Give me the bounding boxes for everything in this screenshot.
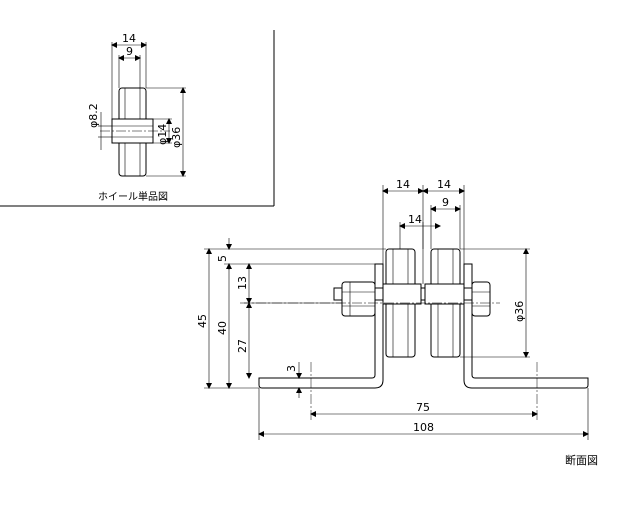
right-hub bbox=[424, 283, 465, 305]
dim-75: 75 bbox=[416, 401, 430, 414]
dim-108: 108 bbox=[413, 421, 434, 434]
dim-5: 5 bbox=[216, 255, 229, 262]
dim-3: 3 bbox=[285, 365, 298, 372]
dim-45: 45 bbox=[196, 314, 209, 328]
dim-9: 9 bbox=[442, 196, 449, 209]
left-bracket bbox=[258, 263, 384, 389]
inset-wheel-drawing: 14 9 φ8.2 φ14 φ36 ホイール単品図 bbox=[87, 32, 186, 203]
section-caption: 断面図 bbox=[565, 453, 598, 467]
inset-dim-14: 14 bbox=[122, 32, 136, 45]
inset-dim-phi36: φ36 bbox=[170, 127, 183, 148]
inset-dim-phi14: φ14 bbox=[156, 124, 169, 145]
left-nut bbox=[341, 281, 376, 317]
section-view-drawing: 14 14 9 14 45 5 40 13 27 bbox=[196, 178, 598, 467]
dim-mid-14: 14 bbox=[408, 213, 422, 226]
inset-frame bbox=[0, 30, 275, 207]
dim-phi36: φ36 bbox=[513, 301, 526, 322]
inset-caption: ホイール単品図 bbox=[98, 190, 168, 203]
dim-top-14-right: 14 bbox=[437, 178, 451, 191]
dim-27: 27 bbox=[236, 339, 249, 353]
dim-13: 13 bbox=[236, 276, 249, 290]
dim-40: 40 bbox=[216, 321, 229, 335]
inset-dim-9: 9 bbox=[126, 45, 133, 58]
inset-dim-phi8-2: φ8.2 bbox=[87, 103, 100, 128]
dim-top-14-left: 14 bbox=[396, 178, 410, 191]
left-hub bbox=[382, 283, 422, 305]
right-bracket bbox=[463, 263, 589, 389]
right-nut bbox=[471, 281, 491, 317]
